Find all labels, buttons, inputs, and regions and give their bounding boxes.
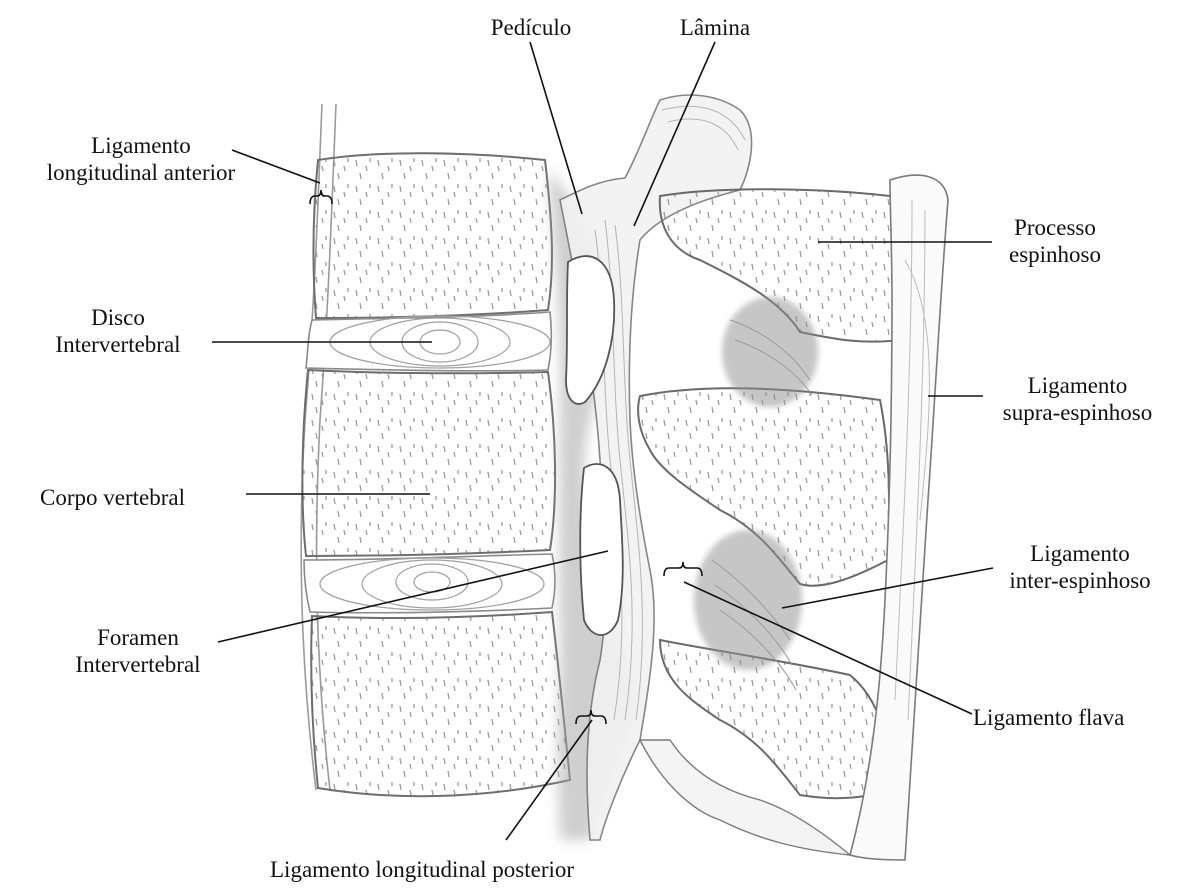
label-corpo-text: Corpo vertebral [40,484,185,511]
label-ligamento-flava: Ligamento flava [973,704,1124,731]
label-lla-line1: Ligamento [6,132,276,159]
leader-pediculo [530,42,582,214]
label-foramen-line2: Intervertebral [50,651,226,678]
brace-lla [310,190,332,204]
label-ligamento-longitudinal-posterior: Ligamento longitudinal posterior [270,856,574,883]
label-inter-line2: inter-espinhoso [985,567,1175,594]
label-supra-line2: supra-espinhoso [980,399,1175,426]
brace-flava [664,562,702,576]
leader-flava [684,582,972,714]
leader-inter [782,568,993,608]
label-llp-text: Ligamento longitudinal posterior [270,856,574,883]
label-disco-line1: Disco [30,304,206,331]
label-processo-line1: Processo [985,214,1125,241]
leader-foramen [218,551,608,642]
label-inter-line1: Ligamento [985,540,1175,567]
label-pediculo-text: Pedículo [476,14,586,41]
leader-lamina [634,42,715,226]
label-pediculo: Pedículo [476,14,586,41]
label-ligamento-inter-espinhoso: Ligamento inter-espinhoso [985,540,1175,594]
label-disco-line2: Intervertebral [30,331,206,358]
label-ligamento-longitudinal-anterior: Ligamento longitudinal anterior [6,132,276,186]
label-lamina-text: Lâmina [660,14,770,41]
label-foramen-intervertebral: Foramen Intervertebral [50,624,226,678]
label-disco-intervertebral: Disco Intervertebral [30,304,206,358]
label-flava-text: Ligamento flava [973,704,1124,731]
leader-llp [506,720,592,840]
label-lla-line2: longitudinal anterior [6,159,276,186]
label-foramen-line1: Foramen [50,624,226,651]
label-processo-line2: espinhoso [985,241,1125,268]
label-supra-line1: Ligamento [980,372,1175,399]
label-processo-espinhoso: Processo espinhoso [985,214,1125,268]
label-corpo-vertebral: Corpo vertebral [40,484,185,511]
label-lamina: Lâmina [660,14,770,41]
label-ligamento-supra-espinhoso: Ligamento supra-espinhoso [980,372,1175,426]
